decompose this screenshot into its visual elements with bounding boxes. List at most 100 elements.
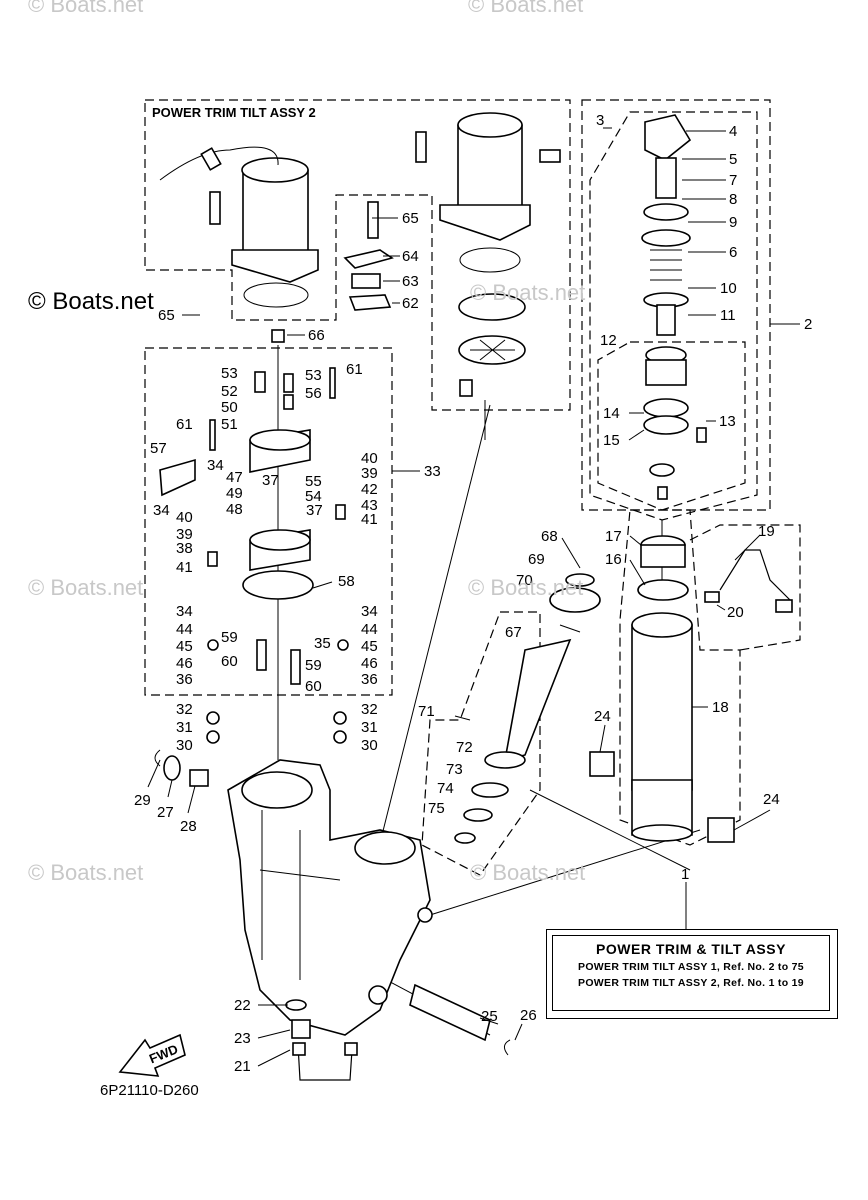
callout-59b: 59	[305, 657, 322, 674]
callout-41b: 41	[361, 511, 378, 528]
callout-74: 74	[437, 780, 454, 797]
callout-3: 3	[596, 112, 604, 129]
callout-labels: 1 2 3 4 5 6 7 8 9 10 11 12 13 14 15 16 1…	[134, 112, 812, 1075]
callout-21: 21	[234, 1058, 251, 1075]
callout-38: 38	[176, 540, 193, 557]
callout-73: 73	[446, 761, 463, 778]
callout-67: 67	[505, 624, 522, 641]
callout-32a: 32	[176, 701, 193, 718]
callout-47: 47	[226, 469, 243, 486]
callout-6: 6	[729, 244, 737, 261]
callout-31b: 31	[361, 719, 378, 736]
main-housing	[227, 759, 433, 1036]
callout-2: 2	[804, 316, 812, 333]
callout-63: 63	[402, 273, 419, 290]
ram-assy-box	[421, 611, 541, 876]
callout-7: 7	[729, 172, 737, 189]
callout-60a: 60	[221, 653, 238, 670]
callout-29: 29	[134, 792, 151, 809]
callout-49: 49	[226, 485, 243, 502]
callout-4: 4	[729, 123, 737, 140]
callout-36a: 36	[176, 671, 193, 688]
callout-65b: 65	[158, 307, 175, 324]
callout-27: 27	[157, 804, 174, 821]
callout-30b: 30	[361, 737, 378, 754]
callout-51: 51	[221, 416, 238, 433]
centerline-mount	[529, 789, 691, 871]
callout-18: 18	[712, 699, 729, 716]
ram-assy	[454, 573, 601, 844]
callout-52: 52	[221, 383, 238, 400]
callout-44b: 44	[361, 621, 378, 638]
callout-25: 25	[481, 1008, 498, 1025]
drawing-code: 6P21110-D260	[100, 1082, 199, 1099]
watermark-mid-center: © Boats.net	[468, 575, 584, 600]
callout-5: 5	[729, 151, 737, 168]
leader-lines	[147, 127, 800, 1067]
callout-34a: 34	[207, 457, 224, 474]
callout-39a: 39	[176, 526, 193, 543]
callout-22: 22	[234, 997, 251, 1014]
callout-75: 75	[428, 800, 445, 817]
legend-line-assy-1: POWER TRIM TILT ASSY 1, Ref. No. 2 to 75	[578, 961, 804, 973]
callout-50: 50	[221, 399, 238, 416]
trim-motor-left	[159, 146, 319, 308]
callout-45b: 45	[361, 638, 378, 655]
legend-line-assy-2: POWER TRIM TILT ASSY 2, Ref. No. 1 to 19	[578, 977, 804, 989]
callout-54: 54	[305, 488, 322, 505]
callout-53b: 53	[305, 367, 322, 384]
callout-36b: 36	[361, 671, 378, 688]
tilt-cylinder	[631, 535, 693, 842]
watermark-top-left: © Boats.net	[28, 0, 144, 17]
callout-11: 11	[720, 307, 736, 324]
callout-64: 64	[402, 248, 419, 265]
callout-70: 70	[516, 572, 533, 589]
callout-46a: 46	[176, 655, 193, 672]
watermark-bottom-center: © Boats.net	[470, 860, 586, 885]
callout-23: 23	[234, 1030, 251, 1047]
callout-59a: 59	[221, 629, 238, 646]
callout-56: 56	[305, 385, 322, 402]
callout-68: 68	[541, 528, 558, 545]
watermark-top-center: © Boats.net	[468, 0, 584, 17]
lower-parts	[154, 749, 735, 1081]
callout-61a: 61	[176, 416, 193, 433]
callout-24b: 24	[763, 791, 780, 808]
callout-60b: 60	[305, 678, 322, 695]
fwd-arrow: FWD	[118, 1033, 186, 1077]
callout-45a: 45	[176, 638, 193, 655]
callout-34d: 34	[361, 603, 378, 620]
callout-10: 10	[720, 280, 737, 297]
callout-40a: 40	[176, 509, 193, 526]
callout-44a: 44	[176, 621, 193, 638]
hydraulic-line	[704, 549, 793, 613]
assy-2-box	[144, 99, 571, 411]
callout-26: 26	[520, 1007, 537, 1024]
brush-parts	[343, 201, 394, 311]
callout-65a: 65	[402, 210, 419, 227]
callout-35: 35	[314, 635, 331, 652]
hose-box	[689, 524, 801, 651]
callout-15: 15	[603, 432, 620, 449]
callout-30a: 30	[176, 737, 193, 754]
centerline-axle	[429, 829, 701, 916]
callout-1: 1	[681, 866, 689, 883]
assy-2-title: POWER TRIM TILT ASSY 2	[152, 105, 316, 120]
callout-58: 58	[338, 573, 355, 590]
watermark-upper-center: © Boats.net	[470, 280, 586, 305]
callout-14: 14	[603, 405, 620, 422]
callout-33: 33	[424, 463, 441, 480]
watermark-prominent: © Boats.net	[28, 288, 154, 315]
callout-13: 13	[719, 413, 736, 430]
callout-37a: 37	[262, 472, 279, 489]
legend-frame	[546, 929, 838, 1019]
callout-24a: 24	[594, 708, 611, 725]
callout-28: 28	[180, 818, 197, 835]
watermark-mid-left: © Boats.net	[28, 575, 144, 600]
callout-69: 69	[528, 551, 545, 568]
pump-stack	[159, 329, 349, 744]
piston-rod-assy	[641, 114, 707, 500]
callout-39b: 39	[361, 465, 378, 482]
callout-40b: 40	[361, 450, 378, 467]
